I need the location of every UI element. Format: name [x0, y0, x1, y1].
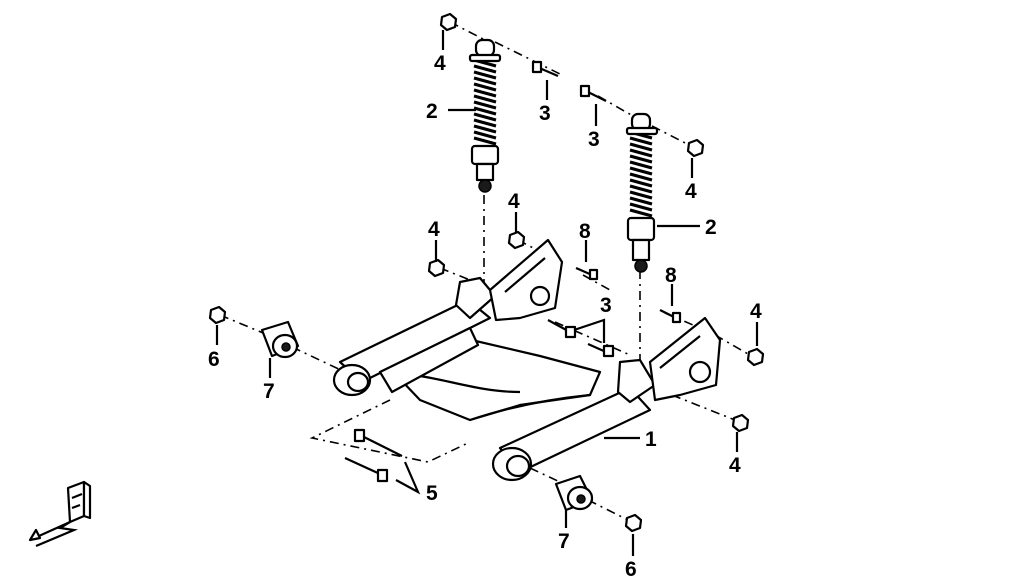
swing-arm [332, 238, 722, 482]
bolt-5-upper [353, 428, 403, 457]
bushing-left [260, 320, 300, 359]
callout-labels: 4 3 2 3 4 4 8 2 4 8 4 3 6 7 1 4 5 7 6 [208, 52, 762, 581]
nut-4-left-bracket [427, 258, 446, 278]
rear-shock-absorber-left [468, 38, 502, 193]
callout-7: 7 [558, 530, 570, 553]
callout-2: 2 [426, 100, 438, 123]
nut-6-left [208, 305, 227, 325]
callout-4: 4 [750, 300, 762, 323]
callout-4: 4 [428, 218, 440, 241]
nut-4-top [439, 12, 458, 32]
callout-6: 6 [625, 558, 637, 581]
callout-6: 6 [208, 348, 220, 371]
assembly-centerlines [219, 21, 756, 523]
bolt-3-lower-b [587, 342, 615, 358]
bolts [344, 60, 682, 483]
nut-4-right-plate [746, 347, 765, 367]
bolt-8-left [575, 266, 599, 281]
callout-1: 1 [645, 428, 657, 451]
callout-4: 4 [685, 180, 697, 203]
nuts [208, 12, 765, 533]
nut-4-left-plate [507, 230, 526, 250]
callout-4: 4 [434, 52, 446, 75]
bolt-5-lower [344, 456, 389, 483]
callout-3: 3 [588, 128, 600, 151]
leader-lines [215, 30, 759, 556]
bushing-right [554, 474, 594, 512]
bolt-3-upper-right [579, 84, 607, 102]
callout-4: 4 [508, 190, 520, 213]
bolt-8-right [659, 309, 682, 324]
callout-5: 5 [426, 482, 438, 505]
callout-8: 8 [665, 264, 677, 287]
bolt-3-upper-left [531, 60, 559, 78]
rear-shock-absorber-right [625, 112, 659, 273]
nut-6-right [624, 513, 643, 533]
callout-4: 4 [729, 454, 741, 477]
callout-3: 3 [539, 102, 551, 125]
callout-3: 3 [600, 294, 612, 317]
callout-2: 2 [705, 216, 717, 239]
bolt-3-lower-a [547, 319, 577, 339]
front-direction-arrow-icon [28, 480, 92, 548]
callout-7: 7 [263, 380, 275, 403]
nut-4-right-lower [731, 413, 750, 433]
callout-8: 8 [579, 220, 591, 243]
nut-4-right-shock [686, 138, 705, 158]
